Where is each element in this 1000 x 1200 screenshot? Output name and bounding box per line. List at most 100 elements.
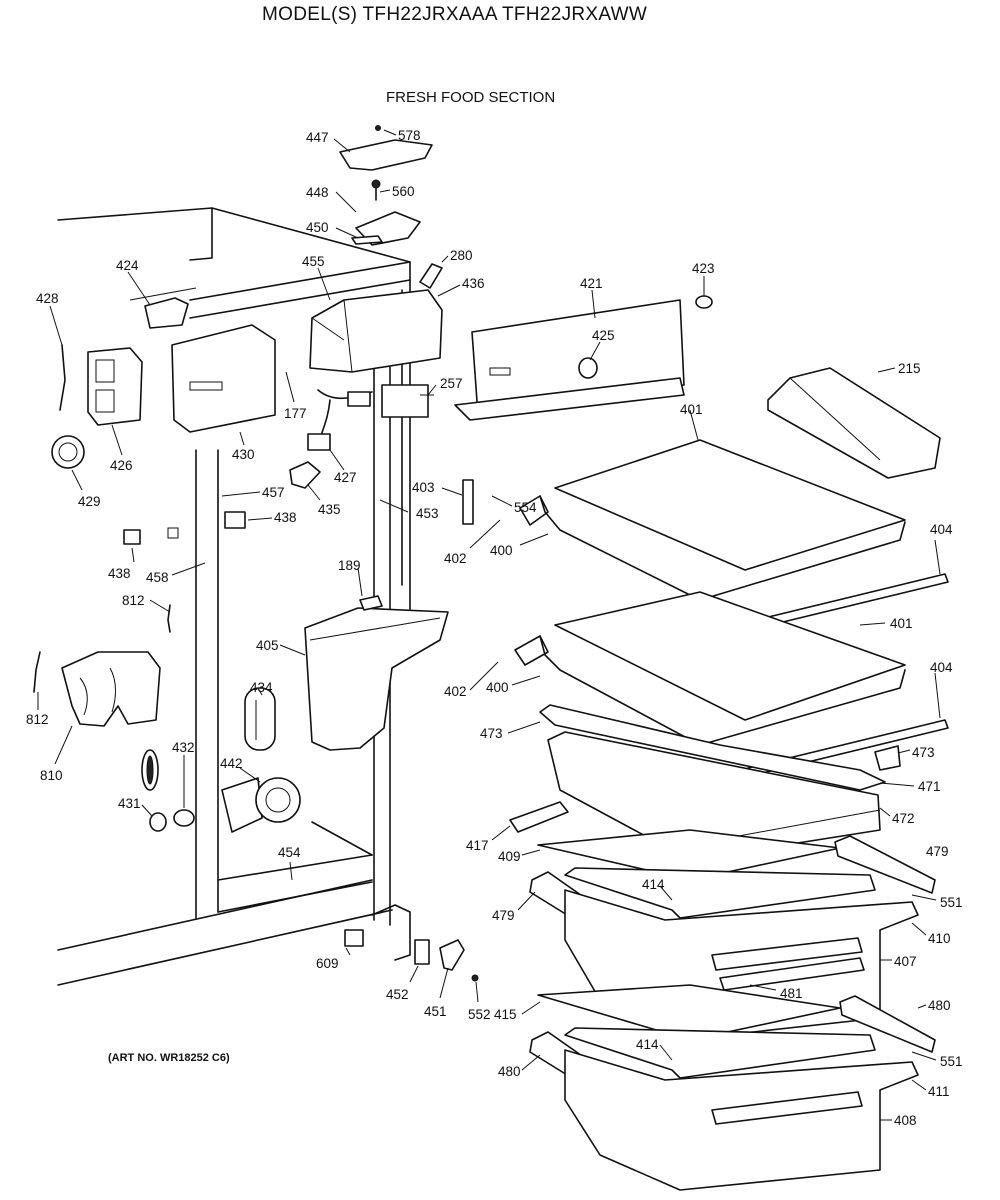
part-421-panel — [454, 299, 685, 421]
part-415-glass — [537, 984, 841, 1041]
part-448-bracket — [351, 179, 421, 246]
part-429-socket — [51, 435, 85, 469]
callout-402-upper: 402 — [444, 551, 467, 566]
callout-450: 450 — [306, 220, 329, 235]
callout-434: 434 — [250, 680, 273, 695]
callout-424: 424 — [116, 258, 139, 273]
part-447-cover — [339, 125, 433, 171]
part-small-clip — [167, 527, 179, 539]
callout-551-upper: 551 — [940, 895, 963, 910]
callout-472: 472 — [892, 811, 915, 826]
callout-415: 415 — [494, 1007, 517, 1022]
callout-407: 407 — [894, 954, 917, 969]
part-438-upper — [224, 511, 246, 529]
part-280 — [419, 263, 443, 289]
callout-481: 481 — [780, 986, 803, 1001]
part-215-bin — [767, 367, 941, 479]
callout-430: 430 — [232, 447, 255, 462]
part-810-heater — [61, 651, 161, 727]
callout-425: 425 — [592, 328, 615, 343]
callout-453: 453 — [416, 506, 439, 521]
callout-609: 609 — [316, 956, 339, 971]
part-405-duct — [304, 607, 449, 751]
callout-578: 578 — [398, 128, 421, 143]
callout-455: 455 — [302, 254, 325, 269]
callout-409: 409 — [498, 849, 521, 864]
part-414-frame-lower — [564, 1027, 876, 1079]
callout-432: 432 — [172, 740, 195, 755]
callout-812-upper: 812 — [122, 593, 145, 608]
callout-435: 435 — [318, 502, 341, 517]
callout-421: 421 — [580, 276, 603, 291]
part-430-shield — [171, 324, 276, 433]
part-401-upper-shelf — [462, 439, 949, 631]
callout-215: 215 — [898, 361, 921, 376]
part-552-screw — [471, 974, 479, 982]
part-434-vent — [244, 687, 276, 751]
callout-471: 471 — [918, 779, 941, 794]
callout-401-middle: 401 — [890, 616, 913, 631]
part-436-control-housing — [309, 289, 443, 373]
callout-177: 177 — [284, 406, 307, 421]
callout-473-left: 473 — [480, 726, 503, 741]
callout-457: 457 — [262, 485, 285, 500]
callout-404-middle: 404 — [930, 660, 953, 675]
model-title: MODEL(S) TFH22JRXAAA TFH22JRXAWW — [262, 4, 648, 25]
callout-438-upper: 438 — [274, 510, 297, 525]
callout-554: 554 — [514, 500, 537, 515]
part-451-hinge — [439, 939, 465, 971]
callout-400-upper: 400 — [490, 543, 513, 558]
callout-451: 451 — [424, 1004, 447, 1019]
callout-812-lower: 812 — [26, 712, 49, 727]
callout-427: 427 — [334, 470, 357, 485]
callout-426: 426 — [110, 458, 133, 473]
callout-560: 560 — [392, 184, 415, 199]
callout-429: 429 — [78, 494, 101, 509]
part-426-light-housing — [87, 347, 143, 426]
callout-414-upper: 414 — [642, 877, 665, 892]
callout-280: 280 — [450, 248, 473, 263]
part-473-frame — [539, 704, 886, 791]
callout-438-lower: 438 — [108, 566, 131, 581]
part-452-bracket — [414, 939, 430, 965]
part-408-drawer — [564, 1049, 919, 1191]
callout-414-lower: 414 — [636, 1037, 659, 1052]
part-417-rail — [509, 801, 569, 833]
callout-189: 189 — [338, 558, 361, 573]
callout-458: 458 — [146, 570, 169, 585]
part-480-rail-right — [839, 995, 936, 1053]
callout-417: 417 — [466, 838, 489, 853]
part-414-frame — [564, 867, 876, 919]
callout-257: 257 — [440, 376, 463, 391]
section-title: FRESH FOOD SECTION — [386, 89, 556, 106]
part-189 — [359, 595, 383, 611]
callout-404-upper: 404 — [930, 522, 953, 537]
callout-431: 431 — [118, 796, 141, 811]
part-812-tube-upper — [167, 604, 171, 633]
part-424-switch — [129, 287, 197, 329]
callout-810: 810 — [40, 768, 63, 783]
callout-labels: 578 447 560 448 450 280 455 436 424 428 … — [26, 128, 963, 1128]
callout-480-right: 480 — [928, 998, 951, 1013]
callout-480-left: 480 — [498, 1064, 521, 1079]
art-number: (ART NO. WR18252 C6) — [108, 1052, 230, 1064]
callout-479-left: 479 — [492, 908, 515, 923]
callout-447: 447 — [306, 130, 329, 145]
part-812-tube-lower — [33, 651, 41, 693]
callout-454: 454 — [278, 845, 301, 860]
callout-442: 442 — [220, 756, 243, 771]
callout-403: 403 — [412, 480, 435, 495]
part-442-fan — [221, 777, 301, 833]
callout-405: 405 — [256, 638, 279, 653]
callout-401-upper: 401 — [680, 402, 703, 417]
callout-452: 452 — [386, 987, 409, 1002]
callout-551-lower: 551 — [940, 1054, 963, 1069]
part-257-relay — [381, 384, 434, 418]
part-435 — [289, 461, 321, 489]
part-472-pan — [547, 731, 881, 861]
callout-552: 552 — [468, 1007, 491, 1022]
callout-400-middle: 400 — [486, 680, 509, 695]
callout-473-right: 473 — [912, 745, 935, 760]
callout-436: 436 — [462, 276, 485, 291]
